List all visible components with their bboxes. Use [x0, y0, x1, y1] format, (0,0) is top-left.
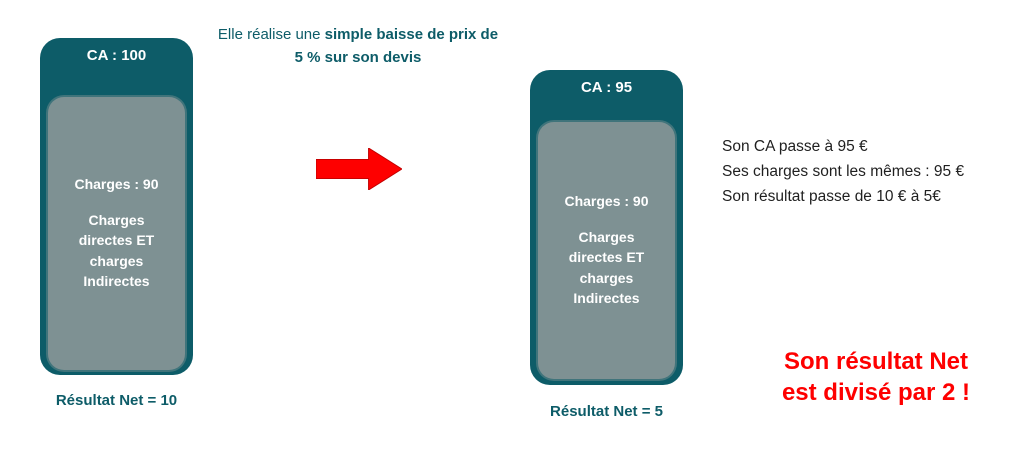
right-ca-bar: CA : 95 Charges : 90 Charges directes ET… [530, 70, 683, 385]
right-arrow-icon [316, 148, 402, 190]
caption: Elle réalise une simple baisse de prix d… [212, 24, 504, 69]
left-charges-detail: Charges directes ET charges Indirectes [78, 211, 155, 289]
left-charges-label: Charges : 90 [74, 175, 159, 192]
analysis-line-1: Son CA passe à 95 € [722, 138, 868, 155]
analysis-line-2: Ses charges sont les mêmes : 95 € [722, 163, 965, 180]
left-charges-box: Charges : 90 Charges directes ET charges… [46, 95, 187, 372]
right-ca-label: CA : 95 [580, 79, 633, 96]
analysis-text: Son CA passe à 95 € Ses charges sont les… [722, 134, 964, 209]
left-result-label: Résultat Net = 10 [55, 392, 178, 409]
analysis-line-3: Son résultat passe de 10 € à 5€ [722, 188, 941, 205]
left-ca-label: CA : 100 [86, 47, 147, 64]
caption-bold-text: simple baisse de prix de 5 % sur son dev… [294, 26, 499, 66]
right-charges-label: Charges : 90 [564, 192, 649, 209]
caption-normal-text: Elle réalise une [217, 26, 325, 43]
left-ca-bar: CA : 100 Charges : 90 Charges directes E… [40, 38, 193, 375]
right-result-label: Résultat Net = 5 [550, 403, 663, 420]
right-charges-box: Charges : 90 Charges directes ET charges… [536, 120, 677, 381]
right-charges-detail: Charges directes ET charges Indirectes [568, 228, 645, 306]
conclusion-text: Son résultat Net est divisé par 2 ! [781, 348, 971, 407]
